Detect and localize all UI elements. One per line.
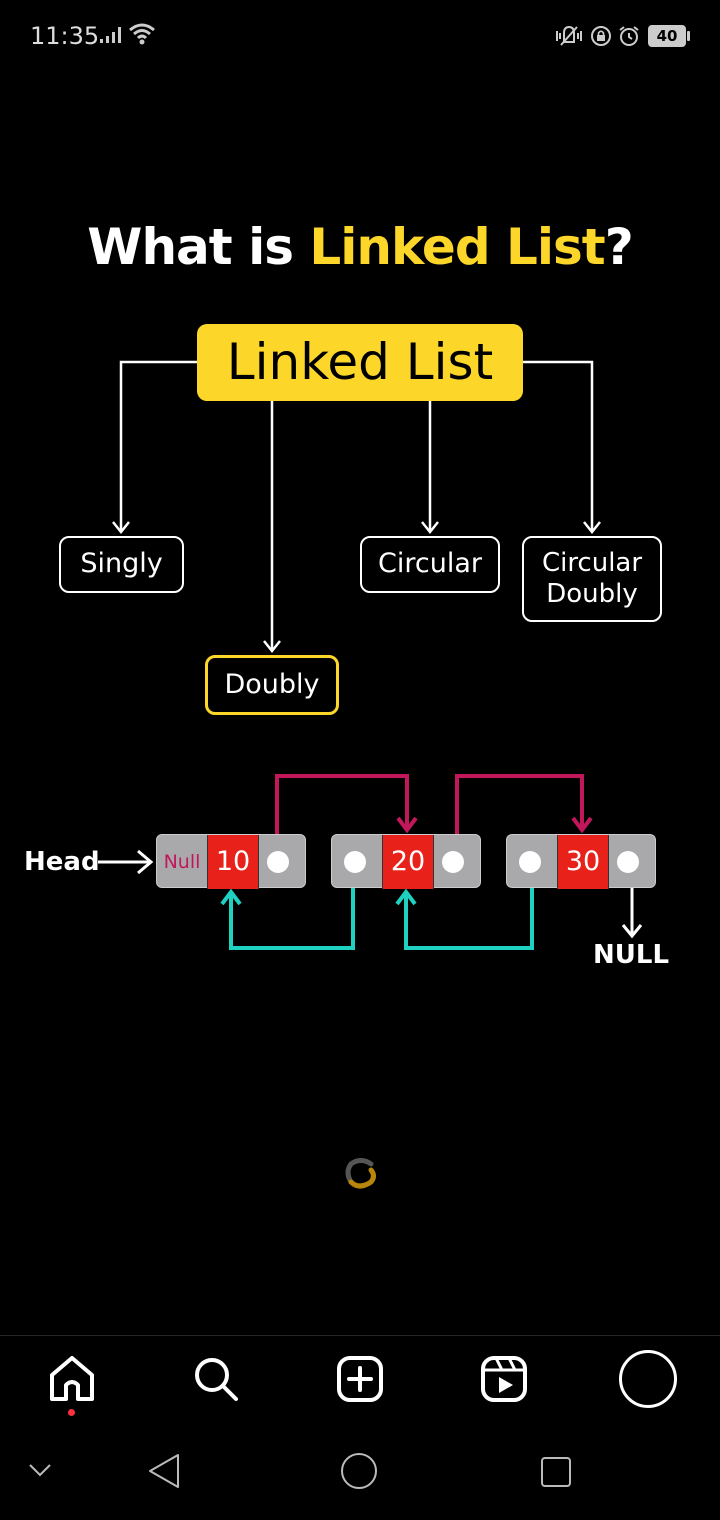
arrow-singly xyxy=(112,521,130,535)
signal-icon xyxy=(100,27,121,43)
next-pointer-dot xyxy=(617,851,639,873)
arrow-doubly xyxy=(263,640,281,654)
type-circular-doubly: Circular Doubly xyxy=(522,536,662,622)
list-node-2: 20 xyxy=(331,834,481,889)
head-arrow xyxy=(98,849,154,875)
connector-singly xyxy=(119,360,197,530)
post-title: What is Linked List? xyxy=(0,218,720,276)
connector-circular-doubly xyxy=(523,360,594,531)
search-icon[interactable] xyxy=(190,1353,242,1405)
recents-icon[interactable] xyxy=(541,1457,571,1487)
home-icon[interactable] xyxy=(46,1353,98,1405)
wifi-icon xyxy=(129,23,155,45)
next-pointer-dot xyxy=(267,851,289,873)
null-prev-label: Null xyxy=(163,851,201,873)
battery-level: 40 xyxy=(650,27,684,45)
vibrate-icon xyxy=(556,25,582,46)
list-node-3: 30 xyxy=(506,834,656,889)
title-part-2: Linked List xyxy=(309,218,605,276)
prev-pointer-dot xyxy=(519,851,541,873)
alarm-icon xyxy=(619,26,639,46)
type-circular: Circular xyxy=(360,536,500,593)
linked-list-root: Linked List xyxy=(197,324,523,401)
collapse-icon[interactable] xyxy=(28,1460,52,1480)
status-bar: 11:35 40 xyxy=(0,0,720,72)
create-icon[interactable] xyxy=(334,1353,386,1405)
node-value: 20 xyxy=(382,835,434,889)
tree-lines xyxy=(112,360,601,654)
node-value: 10 xyxy=(207,835,259,889)
diagram-connectors xyxy=(98,360,643,950)
battery-icon: 40 xyxy=(648,25,686,47)
notification-dot xyxy=(68,1409,75,1416)
head-label: Head xyxy=(24,847,100,877)
next-pointer-dot xyxy=(442,851,464,873)
reels-icon[interactable] xyxy=(478,1353,530,1405)
home-circle-icon[interactable] xyxy=(341,1453,377,1489)
title-part-1: What is xyxy=(87,218,310,276)
list-node-1: Null 10 xyxy=(156,834,306,889)
back-icon[interactable] xyxy=(146,1452,182,1490)
next-pointers xyxy=(275,774,593,851)
status-time: 11:35 xyxy=(30,22,100,50)
tail-null-label: NULL xyxy=(593,940,670,970)
type-doubly: Doubly xyxy=(205,655,339,715)
type-singly: Singly xyxy=(59,536,184,593)
arrow-circular xyxy=(421,521,439,535)
prev-pointer-dot xyxy=(344,851,366,873)
arrow-circular-doubly xyxy=(583,521,601,535)
profile-avatar[interactable] xyxy=(619,1350,677,1408)
title-part-3: ? xyxy=(604,218,634,276)
loading-spinner-icon xyxy=(345,1158,376,1189)
node-value: 30 xyxy=(557,835,609,889)
prev-pointers xyxy=(220,873,534,950)
lock-icon xyxy=(591,26,611,46)
battery-tip xyxy=(687,31,690,41)
